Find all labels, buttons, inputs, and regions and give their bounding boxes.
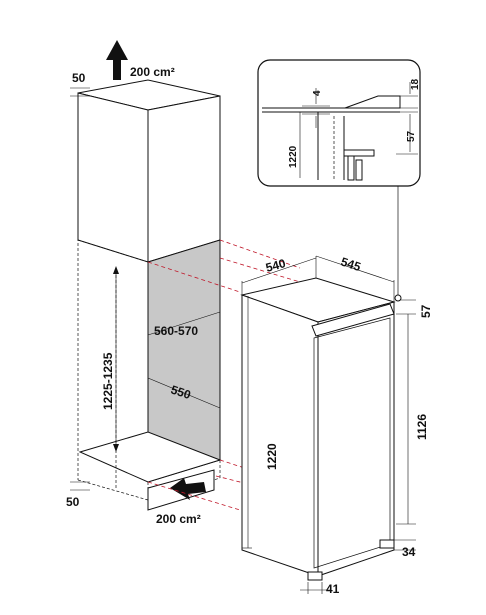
appliance-front-face (317, 301, 395, 577)
door-height-label: 1126 (415, 414, 429, 440)
appliance-height-label: 1220 (265, 443, 279, 470)
top-clearance-label: 50 (72, 71, 86, 85)
foot-height-label: 34 (402, 545, 416, 559)
niche-height-label: 1225-1235 (101, 352, 115, 410)
appliance-top-strip (311, 303, 395, 337)
detail-offset-label: 57 (406, 130, 417, 142)
cabinet-top-hidden-edge (77, 239, 149, 263)
cabinet-group (70, 79, 222, 511)
bottom-vent-arrow (170, 478, 206, 500)
appliance-group (240, 186, 416, 594)
detail-rail-label: 18 (410, 78, 421, 90)
appliance-depth-label: 540 (264, 256, 287, 275)
niche-depth-dim-line (147, 377, 221, 409)
appliance-width-dim-line (315, 255, 395, 283)
appliance-top-offset-label: 57 (419, 304, 433, 318)
niche-width-label: 560-570 (154, 324, 198, 338)
appliance-foot-right (379, 539, 395, 549)
niche-depth-label: 550 (169, 383, 193, 403)
cabinet-bottom-edge (77, 479, 149, 501)
detail-height-label: 1220 (288, 145, 299, 168)
cabinet-top-left-face (77, 92, 149, 263)
top-vent-label: 200 cm² (130, 65, 175, 79)
labels: 200 cm² 200 cm² 50 50 1225-1235 560-570 … (66, 65, 433, 596)
appliance-width-label: 545 (339, 255, 363, 275)
foot-depth-label: 41 (326, 582, 340, 596)
appliance-depth-dim-line (241, 257, 317, 284)
detail-gap-label: 4 (312, 90, 323, 96)
detail-callout (257, 59, 421, 187)
cabinet-top-right-face (147, 95, 221, 263)
top-vent-arrow (106, 40, 128, 80)
appliance-side-face (241, 294, 319, 577)
appliance-foot-left (307, 571, 323, 581)
niche-width-dim-line (147, 311, 221, 336)
bottom-vent-label: 200 cm² (156, 512, 201, 526)
detail-frame (257, 59, 421, 187)
bottom-clearance-label: 50 (66, 495, 80, 509)
